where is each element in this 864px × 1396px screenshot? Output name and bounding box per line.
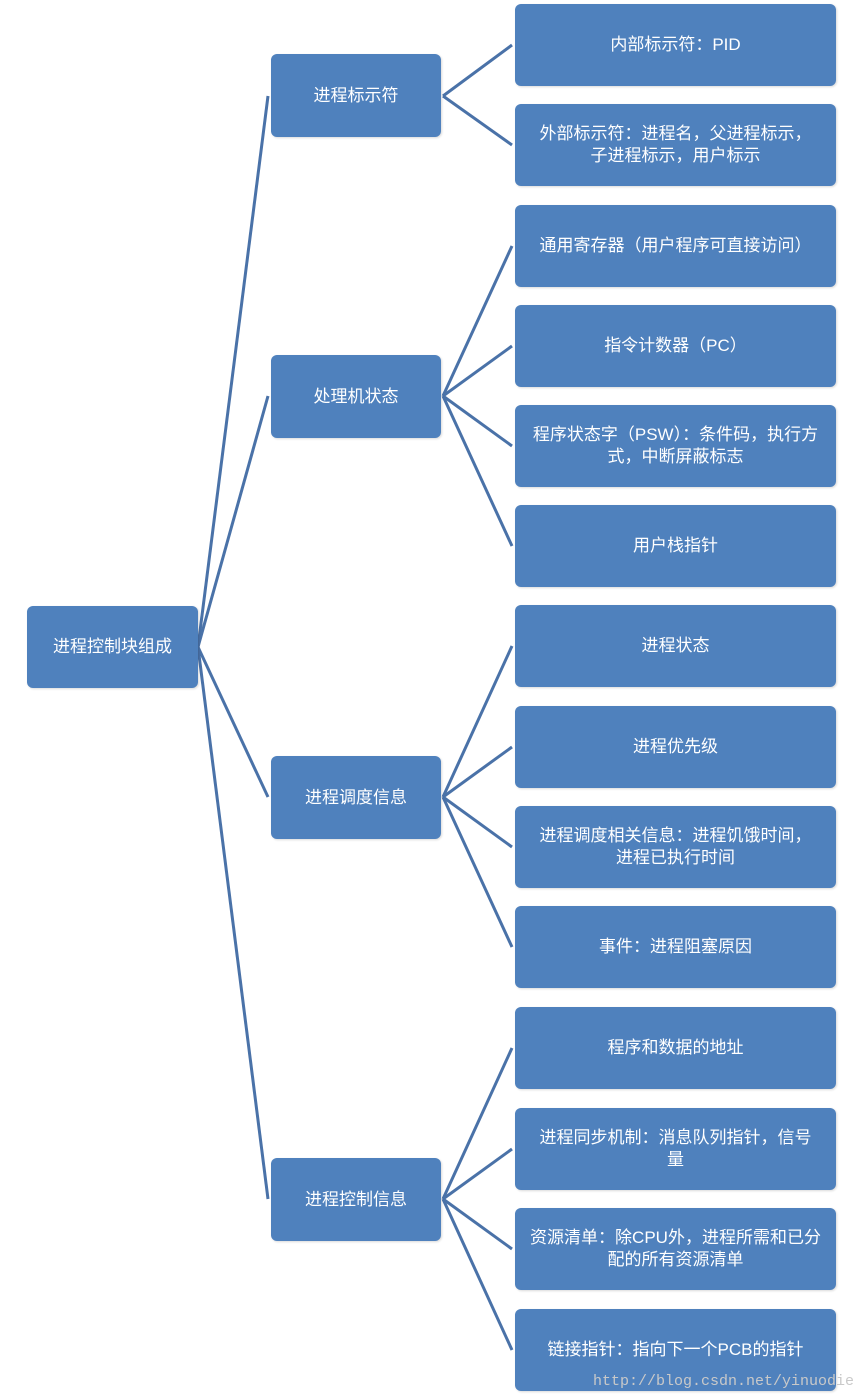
root-to-category-connector: [196, 646, 270, 798]
leaf-node-psw: 程序状态字（PSW）：条件码，执行方式，中断屏蔽标志: [515, 405, 836, 487]
category-to-leaf-connector: [442, 394, 513, 448]
category-to-leaf-connector: [442, 43, 513, 98]
category-to-leaf-connector: [441, 245, 514, 397]
leaf-node-user-stack-pointer: 用户栈指针: [515, 505, 836, 587]
leaf-node-internal-identifier: 内部标示符：PID: [515, 4, 836, 86]
leaf-line1: 事件：进程阻塞原因: [599, 937, 752, 956]
category-to-leaf-connector: [442, 745, 513, 799]
category-to-leaf-connector: [442, 1147, 513, 1201]
leaf-node-external-identifier: 外部标示符：进程名，父进程标示， 子进程标示，用户标示: [515, 104, 836, 186]
leaf-line1: 用户栈指针: [633, 536, 718, 555]
leaf-line1: 进程调度相关信息：进程饥饿时间，: [539, 826, 812, 845]
category-node-processor-state: 处理机状态: [271, 355, 441, 438]
leaf-node-sync-mechanism: 进程同步机制：消息队列指针，信号量: [515, 1108, 836, 1190]
category-node-scheduling-info: 进程调度信息: [271, 756, 441, 839]
leaf-node-event: 事件：进程阻塞原因: [515, 906, 836, 988]
leaf-node-program-data-address: 程序和数据的地址: [515, 1007, 836, 1089]
category-to-leaf-connector: [442, 344, 513, 398]
category-to-leaf-connector: [441, 1198, 514, 1351]
category-label: 处理机状态: [313, 386, 399, 406]
leaf-node-link-pointer: 链接指针：指向下一个PCB的指针: [515, 1309, 836, 1391]
category-to-leaf-connector: [442, 795, 513, 849]
root-to-category-connector: [196, 395, 270, 648]
leaf-node-process-state: 进程状态: [515, 605, 836, 687]
category-node-control-info: 进程控制信息: [271, 1158, 441, 1241]
category-to-leaf-connector: [441, 645, 514, 798]
leaf-line1: 内部标示符：PID: [610, 35, 741, 54]
category-to-leaf-connector: [441, 796, 514, 948]
category-node-process-identifier: 进程标示符: [271, 54, 441, 137]
category-to-leaf-connector: [442, 1197, 513, 1251]
category-label: 进程调度信息: [305, 787, 407, 807]
leaf-line2: 量: [667, 1150, 684, 1169]
leaf-line1: 通用寄存器（用户程序可直接访问）: [539, 236, 812, 255]
leaf-line2: 子进程标示，用户标示: [590, 146, 761, 165]
root-label: 进程控制块组成: [53, 637, 172, 656]
leaf-line1: 指令计数器（PC）: [604, 336, 747, 355]
category-to-leaf-connector: [441, 1047, 514, 1200]
root-to-category-connector: [196, 95, 270, 648]
leaf-node-general-registers: 通用寄存器（用户程序可直接访问）: [515, 205, 836, 287]
leaf-line1: 外部标示符：进程名，父进程标示，: [539, 124, 812, 143]
root-to-category-connector: [196, 646, 270, 1200]
leaf-line1: 链接指针：指向下一个PCB的指针: [547, 1340, 804, 1359]
category-to-leaf-connector: [441, 395, 514, 547]
leaf-line1: 进程状态: [641, 636, 710, 655]
leaf-line1: 资源清单：除CPU外，进程所需和已分: [530, 1228, 821, 1247]
watermark-url: http://blog.csdn.net/yinuodie: [592, 1373, 854, 1390]
category-label: 进程控制信息: [305, 1189, 407, 1209]
leaf-line2: 进程已执行时间: [616, 848, 735, 867]
leaf-node-process-priority: 进程优先级: [515, 706, 836, 788]
leaf-line1: 程序和数据的地址: [607, 1038, 744, 1057]
root-node: 进程控制块组成: [27, 606, 198, 688]
leaf-node-scheduling-related: 进程调度相关信息：进程饥饿时间， 进程已执行时间: [515, 806, 836, 888]
category-label: 进程标示符: [313, 85, 399, 105]
leaf-node-program-counter: 指令计数器（PC）: [515, 305, 836, 387]
leaf-node-resource-list: 资源清单：除CPU外，进程所需和已分配的所有资源清单: [515, 1208, 836, 1290]
leaf-line2: 配的所有资源清单: [607, 1250, 744, 1269]
category-to-leaf-connector: [442, 94, 513, 147]
leaf-line2: 式，中断屏蔽标志: [607, 447, 744, 466]
leaf-line1: 程序状态字（PSW）：条件码，执行方: [532, 425, 819, 444]
leaf-line1: 进程优先级: [633, 737, 718, 756]
leaf-line1: 进程同步机制：消息队列指针，信号: [539, 1128, 812, 1147]
